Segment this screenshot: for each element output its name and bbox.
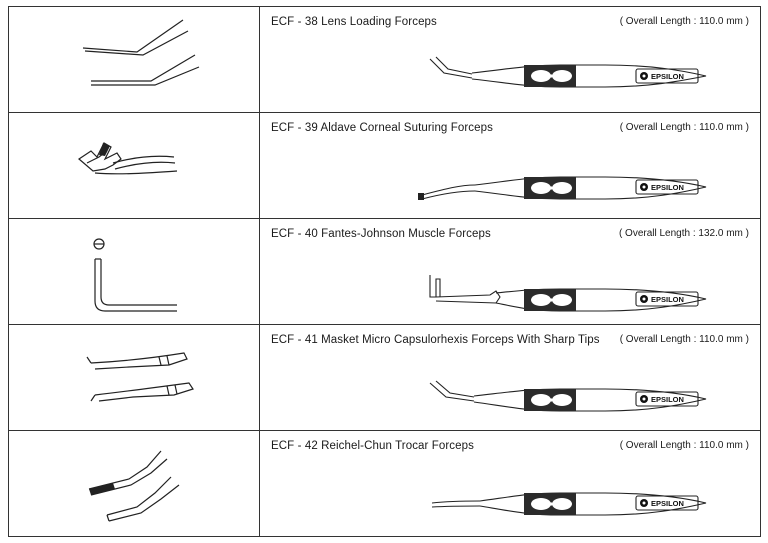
overall-length: ( Overall Length : 110.0 mm ): [619, 440, 749, 451]
forceps-illustration: EPSILON: [431, 492, 707, 516]
description-cell: ECF - 42 Reichel-Chun Trocar Forceps ( O…: [260, 431, 760, 537]
masket-capsulorhexis-tip-illustration: [86, 352, 194, 402]
instrument-title: ECF - 39 Aldave Corneal Suturing Forceps: [271, 122, 493, 134]
table-row: ECF - 40 Fantes-Johnson Muscle Forceps (…: [9, 219, 760, 325]
overall-length: ( Overall Length : 110.0 mm ): [619, 122, 749, 133]
forceps-illustration: EPSILON: [429, 275, 707, 312]
instrument-catalog-table: ECF - 38 Lens Loading Forceps ( Overall …: [8, 6, 761, 537]
table-row: ECF - 38 Lens Loading Forceps ( Overall …: [9, 7, 760, 113]
tip-detail-cell: [9, 113, 260, 218]
epsilon-logo: EPSILON: [651, 395, 684, 404]
epsilon-logo: EPSILON: [651, 295, 684, 304]
forceps-illustration: EPSILON: [429, 56, 707, 88]
overall-length: ( Overall Length : 132.0 mm ): [618, 228, 749, 239]
lens-loading-tip-illustration: [82, 19, 200, 86]
instrument-title: ECF - 38 Lens Loading Forceps: [271, 16, 437, 28]
overall-length: ( Overall Length : 110.0 mm ): [619, 334, 749, 345]
epsilon-logo: EPSILON: [651, 72, 684, 81]
fantes-johnson-tip-illustration: [93, 238, 177, 312]
tip-detail-cell: [9, 7, 260, 112]
epsilon-logo: EPSILON: [651, 499, 684, 508]
table-row: ECF - 41 Masket Micro Capsulorhexis Forc…: [9, 325, 760, 431]
forceps-illustration: EPSILON: [429, 380, 707, 412]
instrument-title: ECF - 42 Reichel-Chun Trocar Forceps: [271, 440, 475, 452]
description-cell: ECF - 40 Fantes-Johnson Muscle Forceps (…: [260, 219, 760, 324]
instrument-title: ECF - 41 Masket Micro Capsulorhexis Forc…: [271, 334, 600, 346]
reichel-chun-trocar-tip-illustration: [88, 450, 180, 522]
aldave-suturing-tip-illustration: [78, 142, 178, 175]
tip-detail-cell: [9, 219, 260, 324]
overall-length: ( Overall Length : 110.0 mm ): [619, 16, 749, 27]
table-row: ECF - 42 Reichel-Chun Trocar Forceps ( O…: [9, 431, 760, 537]
forceps-illustration: EPSILON: [418, 176, 707, 200]
description-cell: ECF - 39 Aldave Corneal Suturing Forceps…: [260, 113, 760, 218]
epsilon-logo: EPSILON: [651, 183, 684, 192]
tip-detail-cell: [9, 431, 260, 537]
description-cell: ECF - 38 Lens Loading Forceps ( Overall …: [260, 7, 760, 112]
description-cell: ECF - 41 Masket Micro Capsulorhexis Forc…: [260, 325, 760, 430]
instrument-title: ECF - 40 Fantes-Johnson Muscle Forceps: [271, 228, 491, 240]
table-row: ECF - 39 Aldave Corneal Suturing Forceps…: [9, 113, 760, 219]
tip-detail-cell: [9, 325, 260, 430]
